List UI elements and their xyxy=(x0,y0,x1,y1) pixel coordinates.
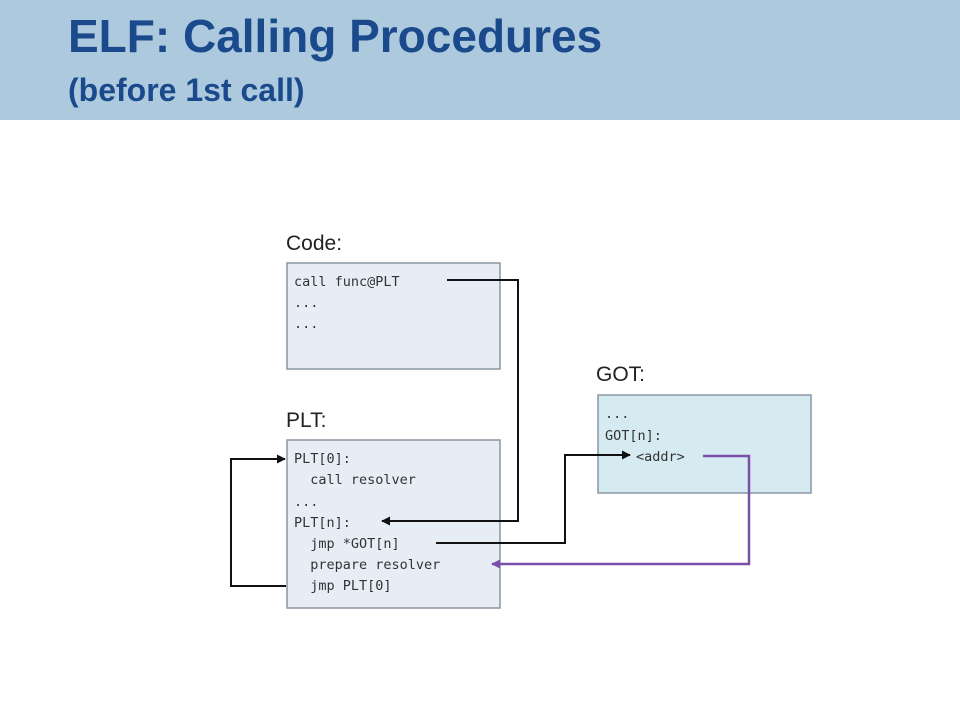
code-line-ellipsis-2: ... xyxy=(294,316,318,332)
got-line-ellipsis: ... xyxy=(605,406,629,422)
code-label: Code: xyxy=(286,232,342,255)
plt-line-jmp-plt0: jmp PLT[0] xyxy=(294,578,392,594)
slide-title: ELF: Calling Procedures xyxy=(68,10,603,62)
code-line-call: call func@PLT xyxy=(294,274,400,290)
arrow-jmp-to-plt0 xyxy=(230,454,286,587)
got-line-gotn: GOT[n]: xyxy=(605,428,662,444)
got-box xyxy=(597,394,812,494)
got-label: GOT: xyxy=(596,363,645,386)
code-line-ellipsis-1: ... xyxy=(294,295,318,311)
plt-line-jmp-got: jmp *GOT[n] xyxy=(294,536,400,552)
plt-line-pltn: PLT[n]: xyxy=(294,515,351,531)
plt-line-ellipsis: ... xyxy=(294,494,318,510)
arrow-jmp-to-got xyxy=(436,450,631,544)
plt-line-plt0: PLT[0]: xyxy=(294,451,351,467)
title-bar: ELF: Calling Procedures (before 1st call… xyxy=(0,0,960,120)
plt-label: PLT: xyxy=(286,409,326,432)
slide-subtitle: (before 1st call) xyxy=(68,72,305,108)
plt-line-call-resolver: call resolver xyxy=(294,472,416,488)
got-line-addr: <addr> xyxy=(636,449,685,465)
plt-box xyxy=(286,439,501,609)
arrow-call-to-pltn xyxy=(381,279,519,526)
plt-line-prepare-resolver: prepare resolver xyxy=(294,557,440,573)
arrow-addr-to-prepare xyxy=(491,454,751,569)
